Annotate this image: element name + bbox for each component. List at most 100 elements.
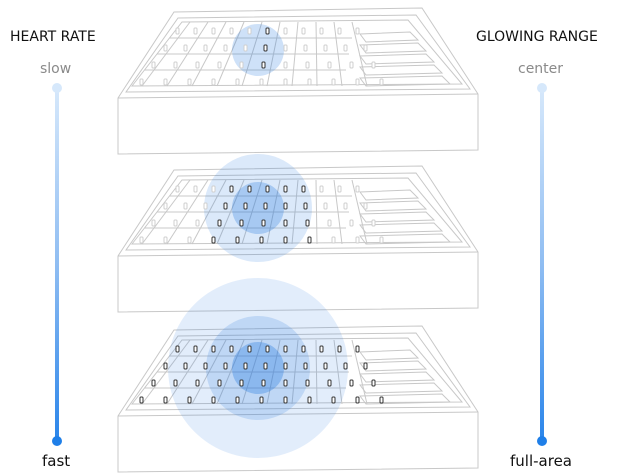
led-cell bbox=[173, 219, 178, 227]
led-cell bbox=[371, 61, 376, 69]
side-compartment bbox=[359, 200, 428, 212]
led-cell bbox=[193, 27, 198, 35]
led-cell bbox=[183, 202, 188, 210]
led-cell bbox=[183, 44, 188, 52]
glow-ring bbox=[204, 154, 312, 262]
led-cell bbox=[211, 396, 216, 404]
glowing-range-top-dot bbox=[537, 83, 547, 93]
led-cell bbox=[263, 362, 268, 370]
box-front-edge bbox=[117, 93, 479, 99]
led-cell bbox=[349, 61, 354, 69]
led-cell bbox=[283, 236, 288, 244]
glow-ring bbox=[232, 182, 284, 234]
led-cell bbox=[379, 78, 384, 86]
led-cell bbox=[343, 362, 348, 370]
led-cell bbox=[139, 396, 144, 404]
box-floor bbox=[130, 19, 464, 87]
led-cell bbox=[247, 185, 252, 193]
led-cell bbox=[203, 44, 208, 52]
led-cell bbox=[259, 236, 264, 244]
side-compartment bbox=[359, 189, 420, 201]
led-cell bbox=[355, 78, 360, 86]
led-cell bbox=[163, 362, 168, 370]
box-front-edge bbox=[117, 251, 479, 257]
led-cell bbox=[217, 61, 222, 69]
led-cell bbox=[151, 379, 156, 387]
heart-rate-slow-label: slow bbox=[40, 61, 72, 77]
led-cell bbox=[239, 379, 244, 387]
heart-rate-top-dot bbox=[52, 83, 62, 93]
led-cell bbox=[355, 185, 360, 193]
box-inner-rim bbox=[125, 172, 471, 251]
led-cell bbox=[239, 219, 244, 227]
led-cell bbox=[283, 219, 288, 227]
led-cell bbox=[323, 44, 328, 52]
side-compartment bbox=[359, 75, 452, 87]
led-cell bbox=[195, 379, 200, 387]
light-box-stage-2 bbox=[117, 154, 479, 313]
led-cell bbox=[261, 379, 266, 387]
led-cell bbox=[259, 78, 264, 86]
side-compartment bbox=[359, 53, 436, 65]
light-box-stage-1 bbox=[117, 7, 479, 155]
led-cell bbox=[301, 27, 306, 35]
side-compartment bbox=[359, 382, 444, 394]
side-compartment bbox=[359, 222, 444, 234]
heart-rate-title: HEART RATE bbox=[10, 29, 96, 45]
glowing-range-full-area-label: full-area bbox=[510, 452, 572, 470]
side-compartment bbox=[359, 360, 428, 372]
led-cell bbox=[175, 185, 180, 193]
led-cell bbox=[163, 44, 168, 52]
led-cell bbox=[193, 345, 198, 353]
led-cell bbox=[139, 236, 144, 244]
led-cell bbox=[355, 236, 360, 244]
glow-ring bbox=[232, 24, 284, 76]
led-cell bbox=[261, 61, 266, 69]
side-compartment bbox=[359, 233, 452, 245]
glow-ring bbox=[206, 316, 310, 420]
led-cell bbox=[307, 396, 312, 404]
led-cell bbox=[203, 202, 208, 210]
led-cell bbox=[243, 202, 248, 210]
led-cell bbox=[283, 362, 288, 370]
led-cell bbox=[265, 185, 270, 193]
led-cell bbox=[331, 396, 336, 404]
led-cell bbox=[337, 27, 342, 35]
led-cell bbox=[187, 78, 192, 86]
led-cell bbox=[305, 379, 310, 387]
led-cell bbox=[263, 202, 268, 210]
led-cell bbox=[303, 362, 308, 370]
led-cell bbox=[319, 185, 324, 193]
led-cell bbox=[247, 27, 252, 35]
glowing-range-center-label: center bbox=[518, 61, 564, 77]
led-cell bbox=[307, 78, 312, 86]
led-cell bbox=[239, 61, 244, 69]
side-compartment bbox=[359, 31, 420, 43]
led-cell bbox=[211, 27, 216, 35]
led-cell bbox=[175, 345, 180, 353]
led-cell bbox=[139, 78, 144, 86]
led-cell bbox=[283, 44, 288, 52]
led-cell bbox=[349, 219, 354, 227]
box-inner-rim bbox=[125, 332, 471, 411]
led-cell bbox=[223, 44, 228, 52]
box-inner-rim bbox=[125, 14, 471, 93]
led-cell bbox=[223, 202, 228, 210]
grid-divider bbox=[351, 21, 368, 87]
led-cell bbox=[243, 44, 248, 52]
led-cell bbox=[343, 202, 348, 210]
led-cell bbox=[261, 219, 266, 227]
led-cell bbox=[283, 185, 288, 193]
led-cell bbox=[235, 236, 240, 244]
led-cell bbox=[235, 78, 240, 86]
led-cell bbox=[195, 219, 200, 227]
led-cell bbox=[301, 345, 306, 353]
led-cell bbox=[319, 345, 324, 353]
led-cell bbox=[217, 219, 222, 227]
glowing-range-bottom-dot bbox=[537, 436, 547, 446]
led-cell bbox=[327, 379, 332, 387]
led-cell bbox=[303, 44, 308, 52]
glowing-range-gradient-bar bbox=[540, 88, 544, 442]
led-cell bbox=[283, 202, 288, 210]
light-box-stage-3 bbox=[117, 278, 479, 473]
